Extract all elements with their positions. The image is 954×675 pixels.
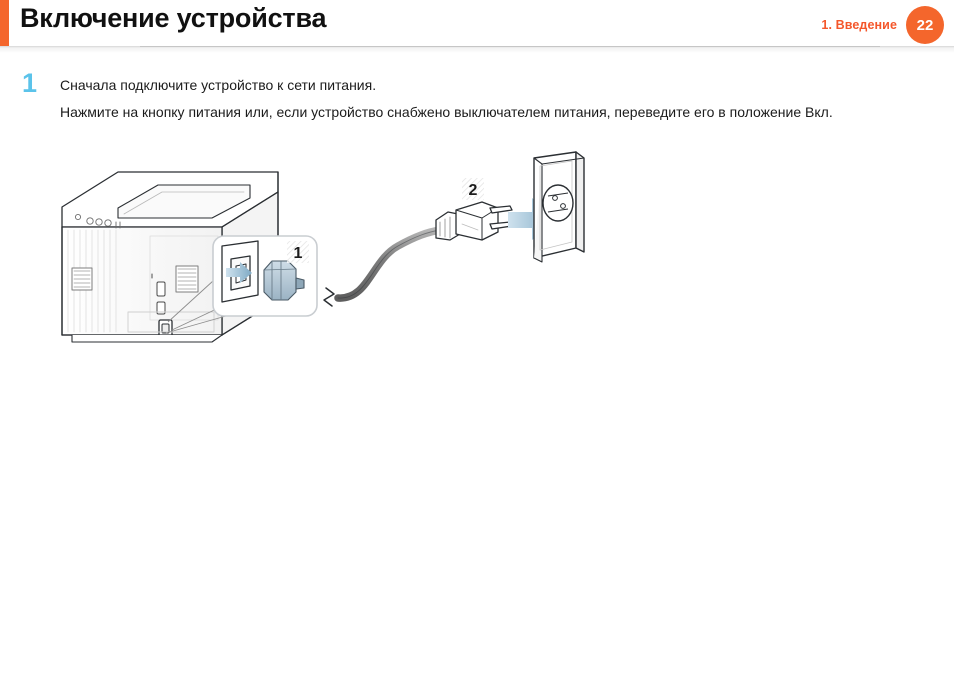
printer-control-panel xyxy=(74,213,121,229)
header-accent-bar xyxy=(0,0,9,46)
page-number-badge: 22 xyxy=(906,6,944,44)
header-right-group: 1. Введение 22 xyxy=(821,6,944,44)
callout-number-2: 2 xyxy=(462,178,484,200)
callout-number-1-label: 1 xyxy=(294,245,303,262)
step-text-line-1: Сначала подключите устройство к сети пит… xyxy=(60,77,377,93)
printer-power-inlet xyxy=(158,319,173,338)
callout-number-1: 1 xyxy=(287,241,309,263)
printer-vent-left xyxy=(71,267,93,291)
wall-plug xyxy=(435,201,513,241)
callout-power-plug xyxy=(263,260,305,301)
printer-ports xyxy=(151,273,166,315)
step-text-line-2: Нажмите на кнопку питания или, если устр… xyxy=(60,104,833,120)
section-label: 1. Введение xyxy=(821,18,897,32)
callout-insert-arrow xyxy=(226,262,252,283)
cable-break-mark xyxy=(323,287,335,307)
page-title: Включение устройства xyxy=(20,3,327,33)
callout-box-1: 1 xyxy=(212,235,318,317)
printer-vent-right xyxy=(175,265,199,293)
power-cable xyxy=(323,226,444,307)
wall-outlet xyxy=(533,151,585,263)
power-connection-illustration: 1 xyxy=(0,140,954,370)
header-divider xyxy=(0,46,954,54)
printer-illustration xyxy=(61,171,279,343)
printer-output-tray xyxy=(117,184,251,219)
outlet-socket-round xyxy=(542,184,574,222)
outlet-plate-edge xyxy=(575,151,585,253)
callout-number-2-label: 2 xyxy=(469,182,478,199)
page-header: Включение устройства 1. Введение 22 xyxy=(0,0,954,46)
step-number: 1 xyxy=(22,68,38,98)
